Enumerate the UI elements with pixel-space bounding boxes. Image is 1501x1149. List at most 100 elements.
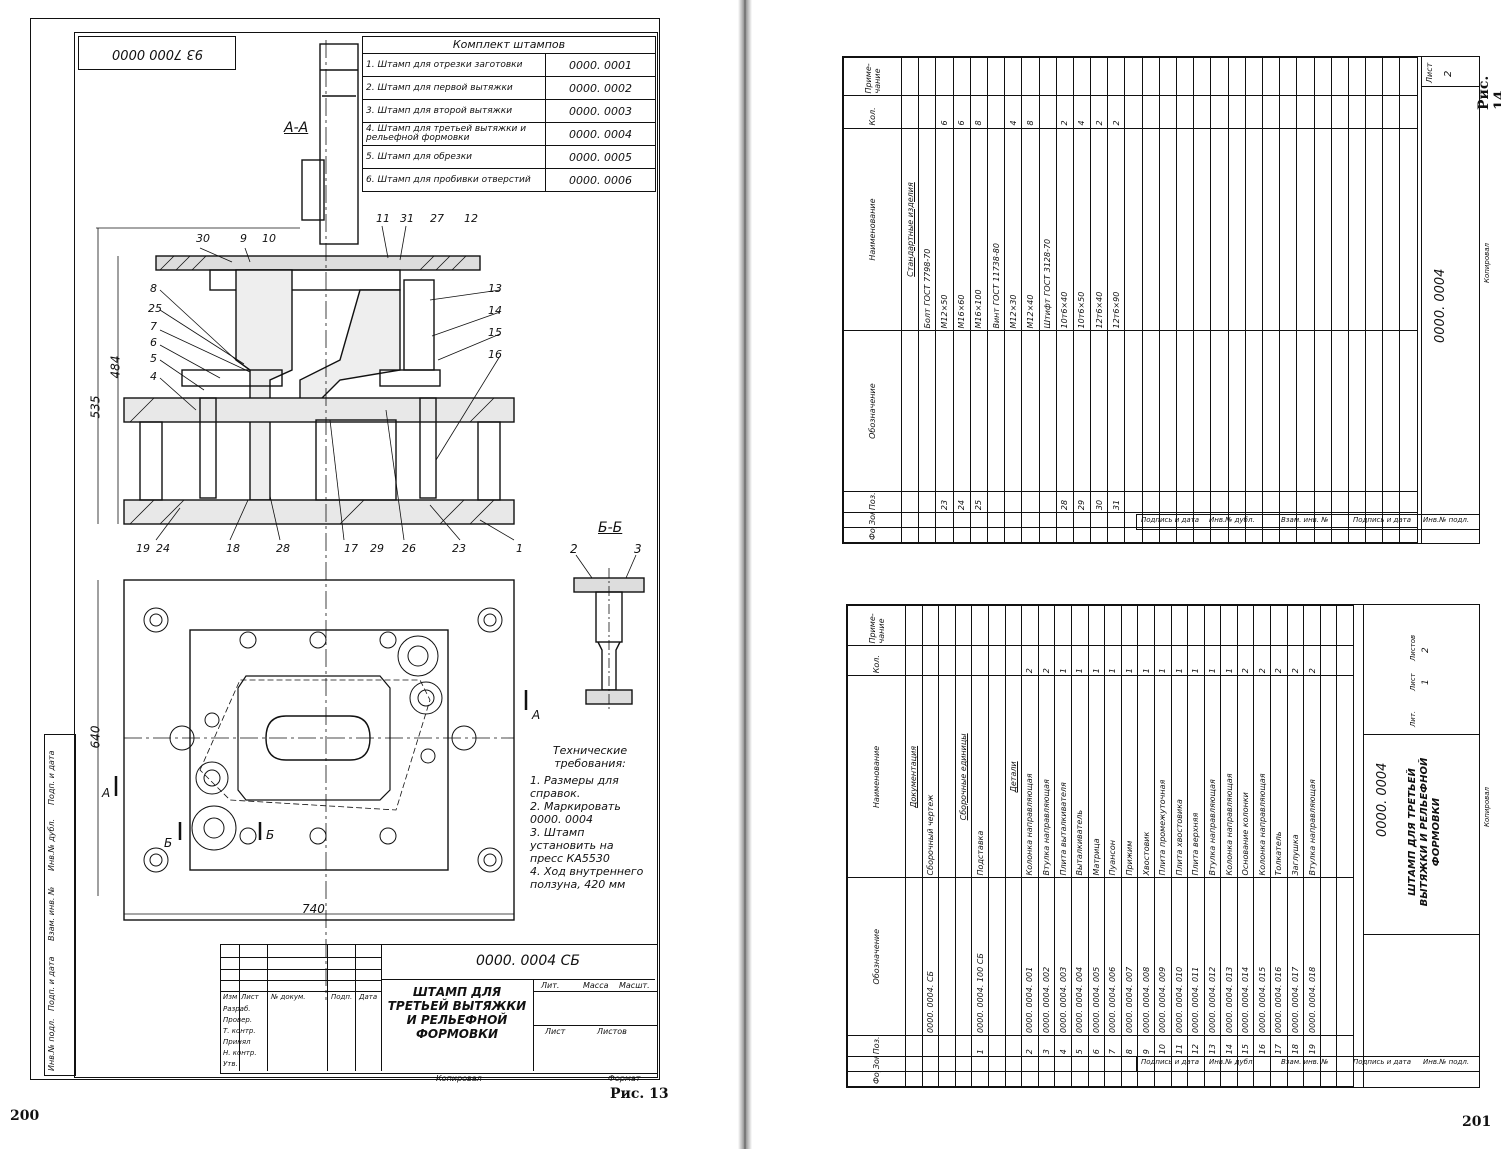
spec-row (1228, 57, 1246, 543)
spec-cell-name (1382, 128, 1400, 331)
spec-cell (1262, 57, 1280, 96)
spec-cell-des: 0000. 0004. 011 (1187, 877, 1205, 1036)
spec-cell-name: Винт ГОСТ 11738-80 (987, 128, 1005, 331)
spec-cell (1021, 605, 1039, 646)
spec-cell-qty (1210, 95, 1229, 129)
spec-cell-des: 0000. 0004. 003 (1054, 877, 1072, 1036)
spec-cell-name: 10т6×40 (1056, 128, 1074, 331)
spec-cell-des: 0000. 0004. 004 (1071, 877, 1089, 1036)
spec-cell-pos (1005, 1035, 1022, 1057)
sheet1-sheets-total: 2 (1421, 647, 1431, 653)
hdr-note: Приме-чание (843, 57, 902, 96)
side-strip-label: Подпись и дата (1353, 516, 1411, 524)
spec-cell (1296, 57, 1314, 96)
spec-cell-pos: 23 (935, 491, 954, 513)
side-strip-label: Инв.№ подл. (47, 1018, 56, 1071)
spec-row (1142, 57, 1160, 543)
spec-cell-qty (971, 645, 989, 676)
callout-1: 1 (516, 542, 523, 555)
spec-cell-name: Толкатель (1270, 675, 1288, 878)
side-strip-label: Подп. и дата (47, 750, 56, 806)
spec-cell (1399, 57, 1418, 96)
spec-cell-pos: 28 (1056, 491, 1074, 513)
spec-cell (1104, 605, 1122, 646)
spec-cell (953, 57, 971, 96)
spec-cell-pos (1314, 491, 1332, 513)
spec-cell (1073, 57, 1091, 96)
spec-cell-qty: 4 (1073, 95, 1091, 129)
spec-cell (988, 1071, 1006, 1087)
spec-cell-qty: 6 (953, 95, 971, 129)
spec-cell (1348, 57, 1366, 96)
spec-row (1320, 605, 1337, 1087)
spec-cell-name: Плита хвостовика (1171, 675, 1188, 878)
spec-row (988, 605, 1006, 1087)
spec-cell (971, 1071, 989, 1087)
spec-cell (905, 1071, 923, 1087)
tb-col-doc: № докум. (271, 993, 306, 1001)
spec-cell-pos (1228, 491, 1246, 513)
spec-cell-pos: 31 (1107, 491, 1125, 513)
tb-row-prinyal: Принял (223, 1038, 251, 1046)
spec-row (1348, 57, 1366, 543)
spec-cell (1270, 1071, 1288, 1087)
spec-cell (901, 527, 919, 543)
spec-cell-pos (918, 491, 936, 513)
spec-cell (1090, 527, 1108, 543)
spec-cell-des: 0000. 0004. 010 (1171, 877, 1188, 1036)
section-mark-b-left: Б (164, 836, 173, 850)
side-strip-label: Инв.№ подл. (1423, 1058, 1470, 1066)
spec-cell (1056, 512, 1074, 528)
spec-cell-name: Втулка направляющая (1038, 675, 1055, 878)
book-gutter (738, 0, 752, 1149)
spec-cell-qty (1331, 95, 1349, 129)
tech-req-item: 1. Размеры для справок. (530, 774, 619, 800)
callout-28: 28 (276, 542, 290, 555)
spec-cell (938, 1071, 956, 1087)
drawing-frame (30, 18, 660, 1080)
spec-cell (1159, 57, 1177, 96)
sheet1-sheet-no: 1 (1421, 679, 1431, 685)
spec-cell-qty (988, 645, 1006, 676)
spec-cell-des: 0000. 0004. СБ (922, 877, 939, 1036)
tech-req-item: 3. Штамп установить на пресс КА5530 (530, 826, 614, 865)
spec-cell (1056, 527, 1074, 543)
spec-cell (1021, 512, 1039, 528)
spec-cell (1071, 1071, 1089, 1087)
sheet1-copied: Копировал (1483, 787, 1491, 827)
spec-cell (987, 512, 1005, 528)
spec-cell (938, 1056, 956, 1072)
spec-cell-name (1262, 128, 1280, 331)
spec-row: Детали (1005, 605, 1022, 1087)
spec-cell-qty: 6 (935, 95, 954, 129)
kit-row: 4. Штамп для третьей вытяжки и рельефной… (362, 122, 656, 146)
callout-16: 16 (488, 348, 502, 361)
spec-cell (955, 1056, 972, 1072)
spec-row: Стандартные изделия (901, 57, 919, 543)
spec-cell-des (938, 877, 956, 1036)
spec-cell-pos: 5 (1071, 1035, 1089, 1057)
spec-cell (1104, 1071, 1122, 1087)
spec-cell-pos: 12 (1187, 1035, 1205, 1057)
spec-cell (987, 527, 1005, 543)
spec-cell-pos: 7 (1104, 1035, 1122, 1057)
spec-cell (1054, 1071, 1072, 1087)
spec-cell (1220, 1071, 1238, 1087)
spec-cell-des: 0000. 0004. 014 (1237, 877, 1254, 1036)
side-strip-label: Подп. и дата (47, 956, 56, 1012)
code-box: 93 7000 0000 (78, 36, 236, 70)
spec-cell-des: 0000. 0004. 007 (1121, 877, 1138, 1036)
hdr-name: Наименование (843, 128, 902, 331)
spec-cell-pos (1004, 491, 1022, 513)
spec-cell-des (1296, 331, 1314, 492)
spec-cell (1088, 1071, 1105, 1087)
hdr-designation: Обозначение (847, 877, 906, 1036)
spec-cell-des (1021, 331, 1039, 492)
spec-row (1262, 57, 1280, 543)
spec-cell (1220, 605, 1238, 646)
